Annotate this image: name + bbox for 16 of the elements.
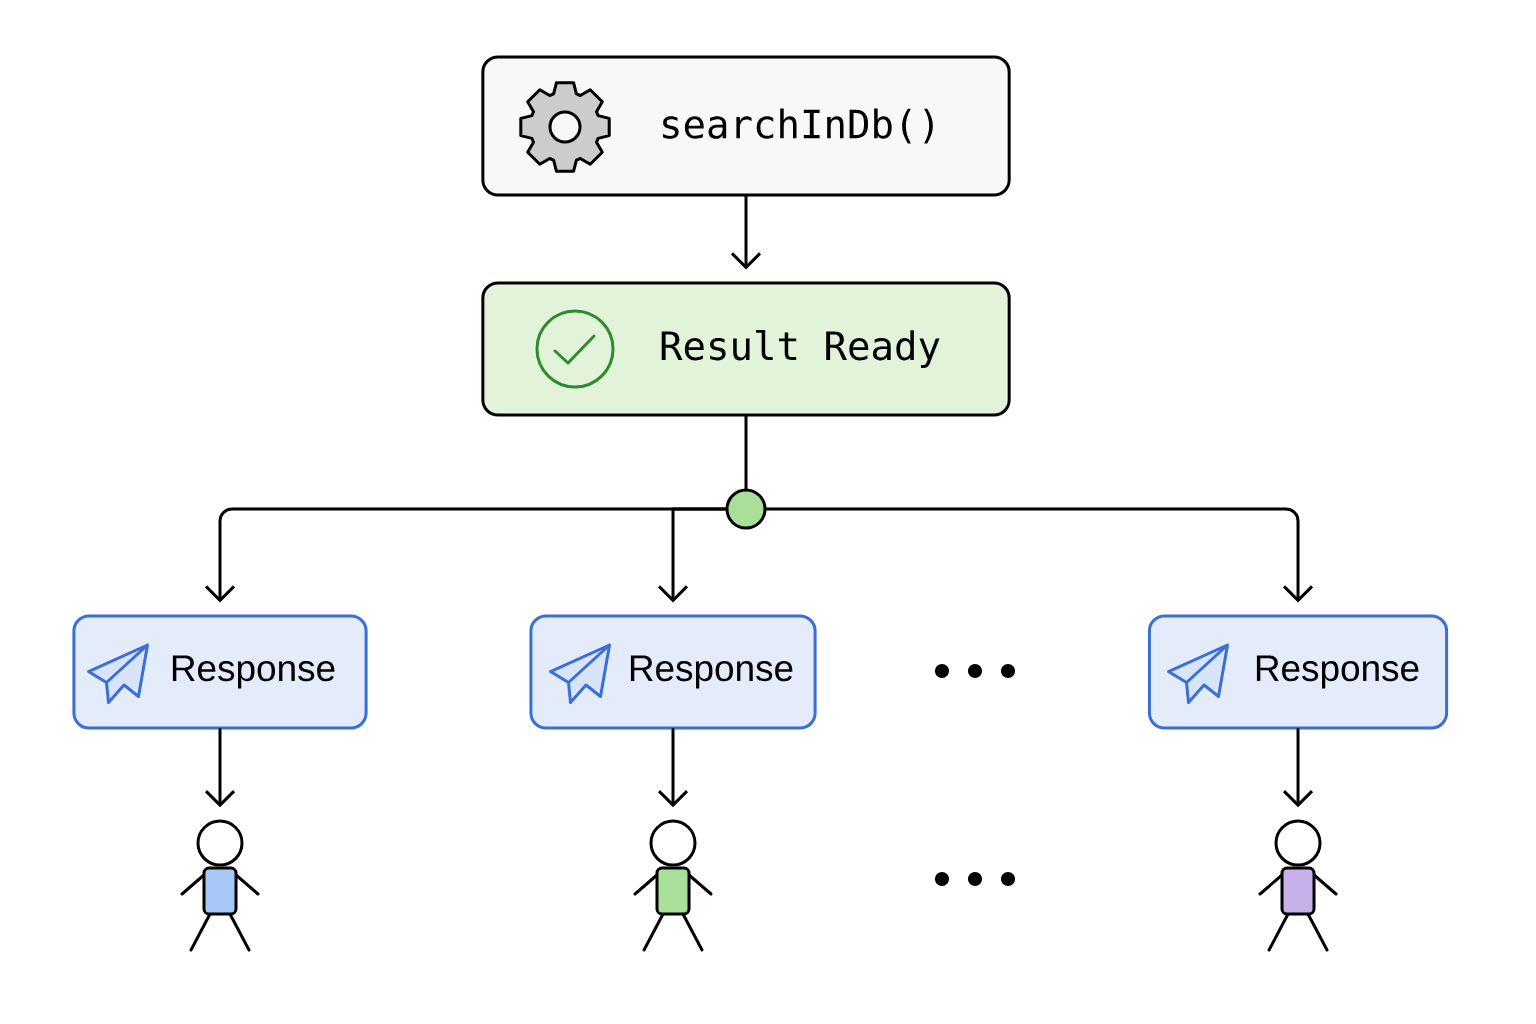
arrow: [765, 507, 1314, 603]
arrow: [1282, 728, 1314, 808]
person-figure: [633, 819, 713, 952]
response-box: Response: [529, 614, 817, 730]
process-box: searchInDb(): [481, 55, 1011, 197]
arrow: [204, 728, 236, 808]
person-figure: [1258, 819, 1338, 952]
junction-dot: [725, 488, 767, 530]
arrow: [657, 507, 727, 603]
status-box: Result Ready: [481, 281, 1011, 417]
response-box: Response: [1147, 614, 1449, 730]
arrow: [730, 195, 762, 270]
response-box: Response: [72, 614, 368, 730]
arrow: [657, 728, 689, 808]
person-figure: [180, 819, 260, 952]
connector-line: [744, 415, 748, 490]
